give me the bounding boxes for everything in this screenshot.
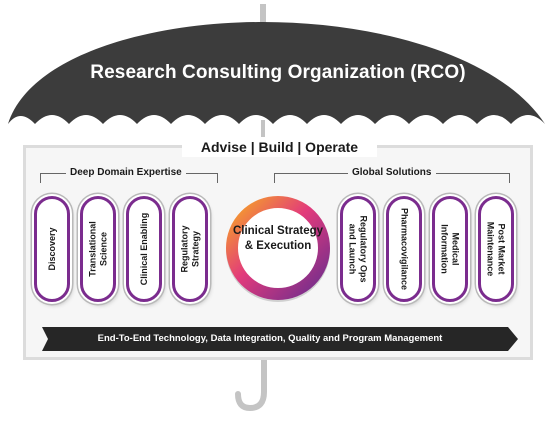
pill-clinical-enabling: Clinical Enabling [126, 196, 162, 302]
pill-label: Pharmacovigilance [399, 207, 410, 291]
umbrella-handle [235, 357, 267, 412]
center-ring [226, 196, 330, 302]
pill-label: Clinical Enabling [138, 212, 149, 286]
pill-regulatory-strategy: Regulatory Strategy [172, 196, 208, 302]
pill-label: Regulatory Ops and Launch [348, 215, 369, 283]
right-group-label: Global Solutions [348, 166, 436, 180]
pill-label: Translational Science [87, 221, 109, 277]
umbrella-canopy [8, 22, 545, 124]
canopy-title: Research Consulting Organization (RCO) [90, 62, 466, 83]
left-group-label: Deep Domain Expertise [66, 166, 186, 180]
pill-regulatory-ops-launch: Regulatory Ops and Launch [340, 196, 376, 302]
tagline: Advise | Build | Operate [182, 137, 377, 157]
umbrella-shaft-top [260, 4, 266, 34]
pill-discovery: Discovery [34, 196, 70, 302]
banner-label: End-To-End Technology, Data Integration,… [97, 333, 443, 344]
pill-label: Medical Information [440, 224, 461, 274]
pill-pharmacovigilance: Pharmacovigilance [386, 196, 422, 302]
right-bracket-right [436, 173, 510, 183]
pill-label: Discovery [46, 227, 57, 271]
left-bracket-left [40, 173, 70, 183]
left-bracket-right [186, 173, 218, 183]
center-ring-arc [226, 196, 330, 300]
pill-label: Post Market Maintenance [486, 221, 507, 277]
pill-label: Regulatory Strategy [179, 225, 201, 273]
center-label: Clinical Strategy & Execution [232, 225, 324, 252]
banner-arrow-shape [42, 327, 518, 351]
banner-arrow [42, 327, 518, 351]
right-bracket-left [274, 173, 348, 183]
umbrella-shaft-mid [261, 120, 265, 140]
pill-translational-science: Translational Science [80, 196, 116, 302]
pill-medical-information: Medical Information [432, 196, 468, 302]
pill-post-market-maintenance: Post Market Maintenance [478, 196, 514, 302]
